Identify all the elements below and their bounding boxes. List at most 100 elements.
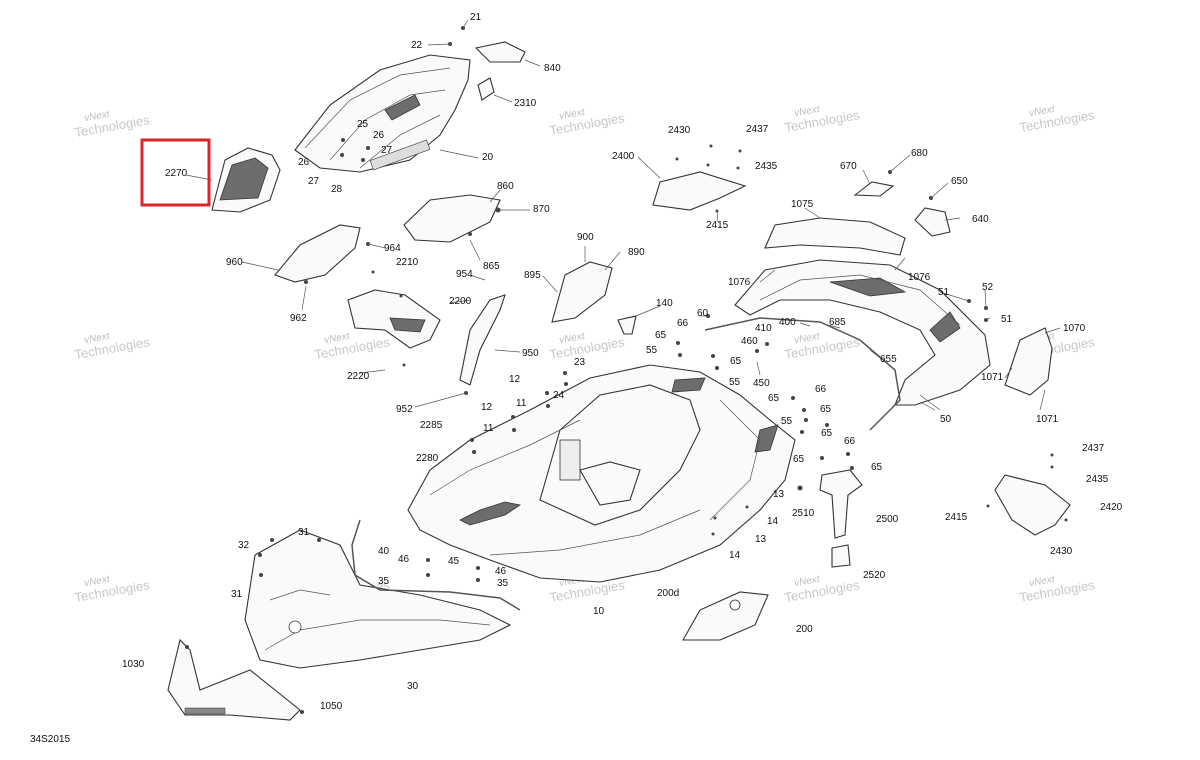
callout-1076b[interactable]: 1076 <box>908 272 931 283</box>
part-40-shape[interactable] <box>351 519 521 611</box>
callout-670[interactable]: 670 <box>840 161 857 172</box>
callout-2210[interactable]: 2210 <box>396 257 419 268</box>
callout-1071[interactable]: 1071 <box>981 372 1004 383</box>
callout-870[interactable]: 870 <box>533 204 550 215</box>
callout-1070[interactable]: 1070 <box>1063 323 1086 334</box>
callout-2220[interactable]: 2220 <box>347 371 370 382</box>
callout-46b[interactable]: 46 <box>495 566 507 577</box>
callout-2415[interactable]: 2415 <box>706 220 729 231</box>
callout-640[interactable]: 640 <box>972 214 989 225</box>
callout-460[interactable]: 460 <box>741 336 758 347</box>
callout-14[interactable]: 14 <box>767 516 779 527</box>
callout-1076[interactable]: 1076 <box>728 277 751 288</box>
callout-11b[interactable]: 11 <box>483 423 494 434</box>
callout-2437[interactable]: 2437 <box>746 124 769 135</box>
part-2400-shape[interactable] <box>652 171 747 211</box>
callout-65g[interactable]: 65 <box>871 462 883 473</box>
callout-10[interactable]: 10 <box>593 606 605 617</box>
callout-2520[interactable]: 2520 <box>863 570 886 581</box>
part-960-shape[interactable] <box>274 224 361 283</box>
callout-46[interactable]: 46 <box>398 554 410 565</box>
callout-1030[interactable]: 1030 <box>122 659 145 670</box>
part-950-shape[interactable] <box>459 294 506 386</box>
callout-840[interactable]: 840 <box>544 63 561 74</box>
callout-2420[interactable]: 2420 <box>1100 502 1123 513</box>
part-2200-shape[interactable] <box>347 289 441 349</box>
part-1070-shape[interactable] <box>1004 327 1053 396</box>
part-200-shape[interactable] <box>682 591 769 641</box>
callout-1075[interactable]: 1075 <box>791 199 814 210</box>
part-2310-shape[interactable] <box>477 77 495 101</box>
part-2500-shape[interactable] <box>819 469 863 539</box>
callout-35[interactable]: 35 <box>378 576 390 587</box>
part-2520-shape[interactable] <box>831 544 851 568</box>
callout-2280[interactable]: 2280 <box>416 453 439 464</box>
callout-12b[interactable]: 12 <box>481 402 493 413</box>
callout-2310[interactable]: 2310 <box>514 98 537 109</box>
callout-31b[interactable]: 31 <box>231 589 243 600</box>
callout-13[interactable]: 13 <box>773 489 785 500</box>
part-860-shape[interactable] <box>403 194 501 243</box>
callout-55b[interactable]: 55 <box>729 377 741 388</box>
callout-12[interactable]: 12 <box>509 374 521 385</box>
callout-14b[interactable]: 14 <box>729 550 741 561</box>
callout-895[interactable]: 895 <box>524 270 541 281</box>
callout-65c[interactable]: 65 <box>768 393 780 404</box>
callout-27b[interactable]: 27 <box>308 176 320 187</box>
callout-2285[interactable]: 2285 <box>420 420 443 431</box>
callout-400[interactable]: 400 <box>779 317 796 328</box>
callout-960[interactable]: 960 <box>226 257 243 268</box>
callout-952[interactable]: 952 <box>396 404 413 415</box>
callout-140[interactable]: 140 <box>656 298 673 309</box>
callout-2435[interactable]: 2435 <box>755 161 778 172</box>
callout-35b[interactable]: 35 <box>497 578 509 589</box>
callout-66b[interactable]: 66 <box>815 384 827 395</box>
callout-200[interactable]: 200 <box>796 624 813 635</box>
callout-890[interactable]: 890 <box>628 247 645 258</box>
callout-2415b[interactable]: 2415 <box>945 512 968 523</box>
part-655-shape[interactable] <box>704 317 901 431</box>
callout-27[interactable]: 27 <box>381 145 393 156</box>
callout-2200[interactable]: 2200 <box>449 296 472 307</box>
part-895-shape[interactable] <box>551 261 613 323</box>
callout-60[interactable]: 60 <box>697 308 709 319</box>
callout-31[interactable]: 31 <box>298 527 310 538</box>
callout-65b[interactable]: 65 <box>730 356 742 367</box>
callout-21[interactable]: 21 <box>470 12 482 23</box>
callout-200d[interactable]: 200d <box>657 588 679 599</box>
callout-962[interactable]: 962 <box>290 313 307 324</box>
callout-28[interactable]: 28 <box>331 184 343 195</box>
part-10-shape[interactable] <box>407 364 796 583</box>
callout-650[interactable]: 650 <box>951 176 968 187</box>
part-840-shape[interactable] <box>474 41 526 63</box>
callout-1071b[interactable]: 1071 <box>1036 414 1059 425</box>
callout-950[interactable]: 950 <box>522 348 539 359</box>
callout-55c[interactable]: 55 <box>781 416 793 427</box>
callout-685[interactable]: 685 <box>829 317 846 328</box>
part-50-shape[interactable] <box>734 259 991 406</box>
callout-865[interactable]: 865 <box>483 261 500 272</box>
callout-26b[interactable]: 26 <box>298 157 310 168</box>
callout-655[interactable]: 655 <box>880 354 897 365</box>
callout-55[interactable]: 55 <box>646 345 658 356</box>
callout-30[interactable]: 30 <box>407 681 419 692</box>
callout-900[interactable]: 900 <box>577 232 594 243</box>
callout-450[interactable]: 450 <box>753 378 770 389</box>
callout-51b[interactable]: 51 <box>1001 314 1013 325</box>
part-2420-shape[interactable] <box>994 474 1071 536</box>
callout-50[interactable]: 50 <box>940 414 952 425</box>
part-670-shape[interactable] <box>853 181 895 197</box>
callout-410[interactable]: 410 <box>755 323 772 334</box>
callout-51[interactable]: 51 <box>938 287 950 298</box>
callout-2270[interactable]: 2270 <box>165 168 188 179</box>
callout-2435b[interactable]: 2435 <box>1086 474 1109 485</box>
callout-964[interactable]: 964 <box>384 243 401 254</box>
part-1030-shape[interactable] <box>167 638 301 721</box>
callout-13b[interactable]: 13 <box>755 534 767 545</box>
callout-1050[interactable]: 1050 <box>320 701 343 712</box>
callout-32[interactable]: 32 <box>238 540 250 551</box>
callout-2430[interactable]: 2430 <box>668 125 691 136</box>
callout-65f[interactable]: 65 <box>793 454 805 465</box>
callout-45[interactable]: 45 <box>448 556 460 567</box>
callout-25[interactable]: 25 <box>357 119 369 130</box>
